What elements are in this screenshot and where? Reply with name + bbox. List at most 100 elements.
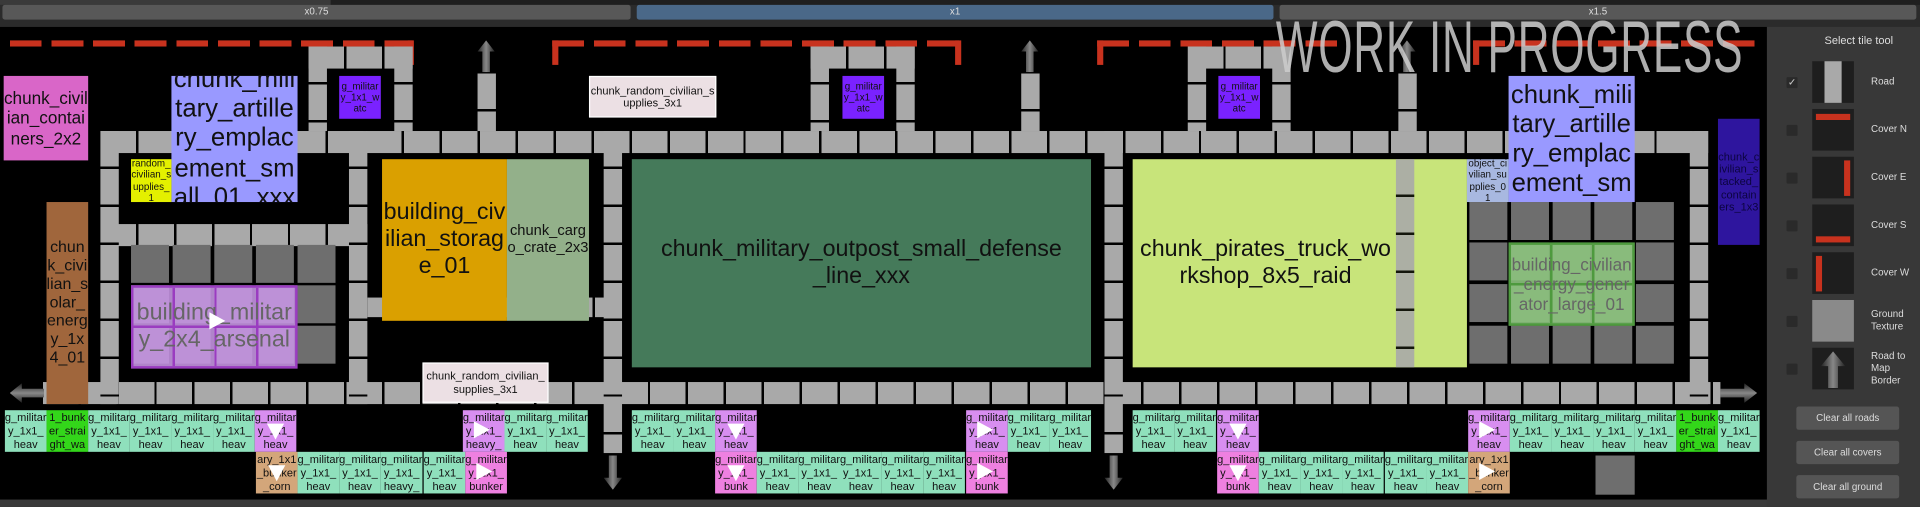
- chunk-cell-pink[interactable]: g_military_1x1_bunker: [465, 451, 507, 494]
- chunk-cell-purple[interactable]: g_military_1x1_heav: [254, 410, 297, 452]
- ground-tile[interactable]: [255, 244, 294, 283]
- building-civilian-storage[interactable]: building_civilian_storage_01: [382, 159, 507, 321]
- chunk-cell-pink[interactable]: g_military_1x1_bunk: [966, 451, 1008, 494]
- chunk-random-civilian-supplies[interactable]: chunk_random_civilian_supplies_3x1: [422, 362, 549, 403]
- chunk-random-civilian-supplies[interactable]: chunk_random_civilian_supplies_3x1: [588, 75, 717, 118]
- chunk-cell-teal[interactable]: g_military_1x1_heav: [1174, 410, 1216, 452]
- ground-tile[interactable]: [1469, 242, 1508, 281]
- chunk-civilian-containers[interactable]: chunk_civilian_containers_2x2: [3, 75, 89, 161]
- cover-s-tool-icon[interactable]: [1812, 204, 1854, 247]
- ground-tile[interactable]: [1552, 202, 1591, 241]
- ground-tile[interactable]: [1469, 284, 1508, 323]
- chunk-cell-teal[interactable]: g_military_1x1_heav: [171, 410, 214, 452]
- ground-tile[interactable]: [214, 244, 253, 283]
- chunk-pirates-truck-workshop[interactable]: chunk_pirates_truck_workshop_8x5_raid: [1132, 159, 1467, 368]
- chunk-cell-teal[interactable]: g_military_1x1_heav: [1384, 451, 1427, 494]
- chunk-cell-teal[interactable]: g_military_1x1_heav: [1634, 410, 1677, 452]
- chunk-cell-teal[interactable]: g_military_1x1_heav: [339, 451, 381, 494]
- chunk-cell-purple[interactable]: g_military_1x1_heav: [715, 410, 757, 452]
- chunk-cell-teal[interactable]: g_military_1x1_heav: [1509, 410, 1552, 452]
- tool-checkbox[interactable]: [1786, 315, 1798, 327]
- ground-tile[interactable]: [1552, 325, 1591, 364]
- ground-tile[interactable]: [297, 244, 336, 283]
- chunk-cell-teal[interactable]: g_military_1x1_heav: [1593, 410, 1635, 452]
- chunk-watchtower[interactable]: g_military_1x1_watc: [1218, 75, 1261, 119]
- ground-tile[interactable]: [1511, 202, 1549, 241]
- chunk-cell-teal[interactable]: g_military_1x1_heav: [881, 451, 924, 494]
- window-tab[interactable]: [0, 0, 331, 5]
- chunk-cell-teal[interactable]: g_military_1x1_heav: [504, 410, 547, 452]
- chunk-watchtower[interactable]: g_military_1x1_watc: [842, 75, 885, 119]
- chunk-cell-teal[interactable]: g_military_1x1_heav: [673, 410, 716, 452]
- clear-all-roads-button[interactable]: Clear all roads: [1796, 406, 1900, 430]
- chunk-civilian-stacked-containers[interactable]: chunk_civilian_stacked_containers_1x3: [1717, 118, 1760, 245]
- chunk-cell-teal[interactable]: g_military_1x1_heav: [1342, 451, 1384, 494]
- zoom-button-0.75[interactable]: x0.75: [2, 4, 631, 20]
- chunk-cell-green[interactable]: 1_bunker_straight_wa: [46, 410, 89, 452]
- chunk-watchtower[interactable]: g_military_1x1_watc: [339, 75, 381, 119]
- chunk-artillery-emplacement[interactable]: chunk_military_artillery_emplacement_sma…: [1508, 75, 1635, 203]
- clear-all-covers-button[interactable]: Clear all covers: [1796, 440, 1900, 465]
- map-scrollbar[interactable]: [0, 499, 1767, 507]
- chunk-cell-tan[interactable]: ary_1x1_bunker_corn: [255, 451, 298, 494]
- chunk-artillery-emplacement[interactable]: chunk_military_artillery_emplacement_sma…: [171, 75, 298, 203]
- cover-w-tool-icon[interactable]: [1812, 252, 1854, 294]
- chunk-cell-green[interactable]: 1_bunker_straight_wa: [1676, 410, 1718, 452]
- chunk-cell-teal[interactable]: g_military_1x1_heav: [1132, 410, 1175, 452]
- chunk-cell-teal[interactable]: g_military_1x1_heav: [129, 410, 172, 452]
- tool-checkbox[interactable]: [1786, 268, 1798, 280]
- chunk-cell-teal[interactable]: g_military_1x1_heav: [923, 451, 965, 494]
- object-civilian-supplies[interactable]: object_civilian_supplies_01: [1466, 159, 1509, 203]
- ground-tile[interactable]: [1635, 325, 1674, 364]
- tool-checkbox[interactable]: [1786, 172, 1798, 184]
- chunk-cell-teal[interactable]: g_military_1x1_heav: [1258, 451, 1301, 494]
- tool-checkbox[interactable]: [1786, 363, 1798, 375]
- chunk-cargo-crate[interactable]: chunk_cargo_crate_2x3: [506, 159, 589, 321]
- chunk-cell-teal[interactable]: g_military_1x1_heav: [546, 410, 588, 452]
- ground-tool-icon[interactable]: [1812, 300, 1854, 342]
- chunk-cell-teal[interactable]: g_military_1x1_heav: [4, 410, 47, 452]
- chunk-cell-teal[interactable]: g_military_1x1_heav: [840, 451, 882, 494]
- chunk-cell-purple[interactable]: g_military_1x1_heav: [966, 410, 1008, 452]
- chunk-cell-pink[interactable]: g_military_1x1_bunk: [715, 451, 757, 494]
- chunk-cell-teal[interactable]: g_military_1x1_heav: [297, 451, 340, 494]
- chunk-cell-purple[interactable]: g_military_1x1_heav: [1217, 410, 1259, 452]
- chunk-military-outpost[interactable]: chunk_military_outpost_small_defense_lin…: [631, 159, 1092, 368]
- chunk-cell-teal[interactable]: g_military_1x1_heav: [1426, 451, 1469, 494]
- cover-n-tool-icon[interactable]: [1812, 108, 1854, 151]
- chunk-cell-teal[interactable]: g_military_1x1_heav: [756, 451, 799, 494]
- chunk-cell-purple[interactable]: g_military_1x1_heav: [1468, 410, 1510, 452]
- cover-e-tool-icon[interactable]: [1812, 156, 1854, 199]
- chunk-cell-teal[interactable]: g_military_1x1_heav: [213, 410, 255, 452]
- chunk-cell-teal[interactable]: g_military_1x1_heavy_: [380, 451, 423, 494]
- chunk-cell-teal[interactable]: g_military_1x1_heav: [1717, 410, 1760, 452]
- chunk-cell-teal[interactable]: g_military_1x1_heav: [1551, 410, 1594, 452]
- zoom-button-1[interactable]: x1: [636, 4, 1274, 20]
- ground-tile[interactable]: [1635, 284, 1674, 323]
- ground-tile[interactable]: [1511, 325, 1549, 364]
- ground-tile[interactable]: [1595, 455, 1635, 495]
- chunk-civilian-solar-energy[interactable]: chunk_civilian_solar_energy_1x4_01: [46, 202, 89, 405]
- clear-all-ground-button[interactable]: Clear all ground: [1796, 475, 1900, 499]
- road-tool-icon[interactable]: [1812, 61, 1854, 103]
- chunk-cell-teal[interactable]: g_military_1x1_heav: [798, 451, 841, 494]
- chunk-cell-teal[interactable]: g_military_1x1_heav: [1300, 451, 1343, 494]
- tool-checkbox[interactable]: [1786, 124, 1798, 136]
- tool-checkbox[interactable]: [1786, 220, 1798, 232]
- building-military-arsenal[interactable]: building_military_2x4_arsenal: [131, 285, 298, 369]
- ground-tile[interactable]: [1594, 202, 1633, 241]
- chunk-cell-pink[interactable]: g_military_1x1_bunk: [1217, 451, 1259, 494]
- chunk-cell-teal[interactable]: g_military_1x1_heav: [1007, 410, 1050, 452]
- ground-tile[interactable]: [297, 285, 336, 324]
- chunk-cell-teal[interactable]: g_military_1x1_heav: [88, 410, 130, 452]
- ground-tile[interactable]: [1635, 202, 1674, 241]
- chunk-cell-teal[interactable]: g_military_1x1_heav: [423, 451, 466, 494]
- ground-tile[interactable]: [1635, 242, 1674, 281]
- chunk-random-civilian-supplies-small[interactable]: random_civilian_supplies_1: [131, 159, 172, 203]
- ground-tile[interactable]: [1469, 202, 1508, 241]
- tool-checkbox[interactable]: ✓: [1786, 77, 1798, 89]
- chunk-cell-purple[interactable]: g_military_1x1_heavy_: [462, 410, 505, 452]
- building-civilian-energy-generator[interactable]: building_civilian_energy_generator_large…: [1508, 242, 1635, 326]
- ground-tile[interactable]: [1469, 325, 1508, 364]
- ground-tile[interactable]: [1594, 325, 1633, 364]
